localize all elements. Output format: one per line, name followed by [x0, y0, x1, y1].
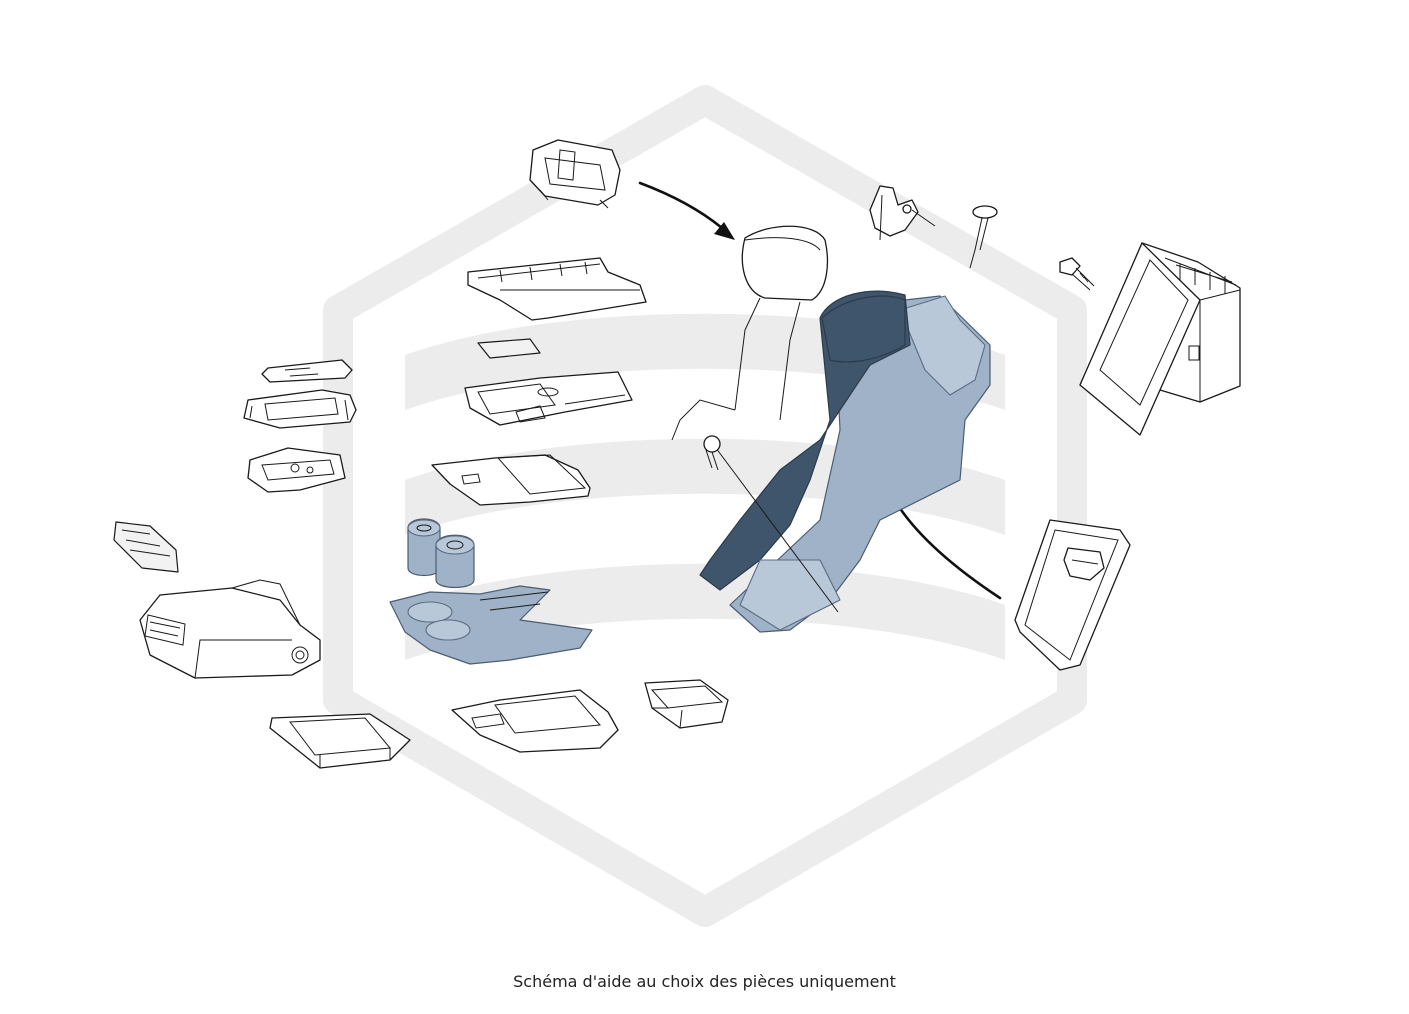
trim-frame-part[interactable]: [529, 139, 621, 209]
small-bin-part[interactable]: [644, 679, 729, 729]
diagram-caption: Schéma d'aide au choix des pièces unique…: [513, 972, 896, 991]
connector-part[interactable]: [113, 521, 179, 573]
control-module-part[interactable]: [247, 447, 346, 493]
small-plate-part[interactable]: [477, 338, 541, 359]
cup-holder-tray-part[interactable]: [389, 585, 593, 665]
clip-fastener-part[interactable]: [969, 205, 998, 269]
arrow-headrest: [638, 181, 735, 240]
switch-bracket-part[interactable]: [243, 389, 357, 429]
upper-trim-panel-part[interactable]: [467, 257, 647, 321]
armrest-box-part[interactable]: [139, 579, 321, 679]
lower-tray-left-part[interactable]: [269, 713, 411, 769]
storage-module-part[interactable]: [1079, 242, 1241, 436]
cup-holder-inserts-part[interactable]: [407, 518, 475, 589]
lower-tray-centre-part[interactable]: [451, 689, 619, 753]
lid-tray-part[interactable]: [431, 454, 591, 506]
watermark-logo: [323, 85, 1087, 927]
bolt-part[interactable]: [1059, 257, 1095, 291]
hinge-bracket-part[interactable]: [869, 185, 936, 241]
rear-cover-panel-part[interactable]: [1014, 519, 1131, 671]
switch-cover-part[interactable]: [261, 359, 353, 383]
control-panel-part[interactable]: [464, 371, 633, 426]
headrest-part[interactable]: [671, 225, 829, 441]
centre-armrest-assembly-part[interactable]: [699, 290, 991, 633]
